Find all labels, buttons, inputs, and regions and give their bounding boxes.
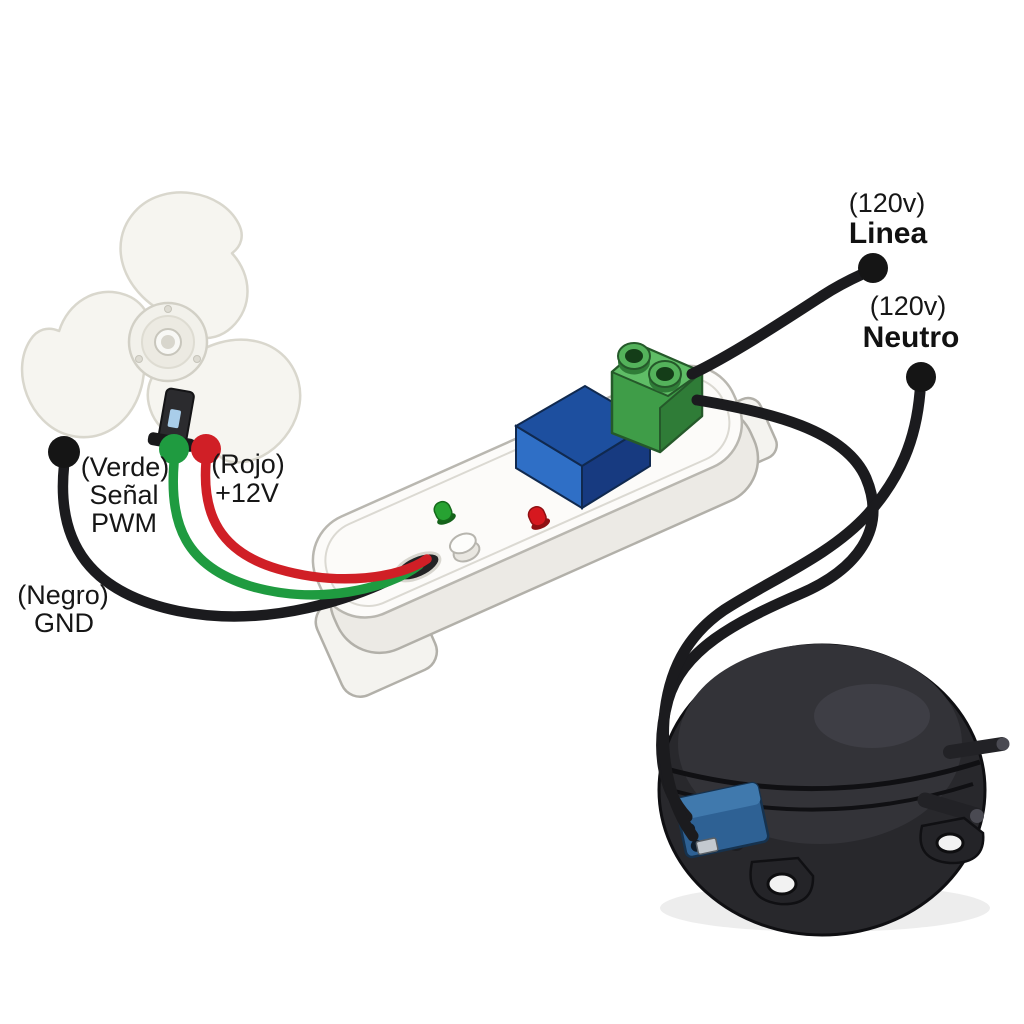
linea-label: Linea bbox=[849, 217, 928, 250]
compressor-wire-b bbox=[658, 386, 926, 842]
negro-label-line1: (Negro) bbox=[17, 580, 109, 610]
neutro-label: Neutro bbox=[863, 321, 960, 354]
fan-hub-screw bbox=[164, 305, 172, 313]
negro-label-line2: GND bbox=[34, 608, 94, 638]
wires bbox=[57, 265, 926, 842]
fan-blades bbox=[0, 191, 331, 497]
terminal-box-top bbox=[675, 783, 761, 820]
compressor-foot-right bbox=[919, 816, 985, 865]
compressor-pipe-upper bbox=[943, 737, 1009, 759]
compressor-foot-left bbox=[749, 856, 815, 906]
gnd-connector-dot bbox=[48, 436, 80, 468]
verde-label-line1: (Verde) bbox=[81, 452, 170, 482]
green-led bbox=[433, 500, 456, 525]
terminal-port-1 bbox=[617, 342, 651, 375]
controller-board bbox=[311, 364, 778, 698]
red-led bbox=[527, 506, 551, 530]
terminal-block bbox=[610, 342, 704, 454]
supply-connector-dot bbox=[191, 434, 221, 464]
pwm-wire bbox=[168, 458, 424, 600]
wire-connectors bbox=[48, 253, 936, 468]
fan-hub-screw bbox=[135, 355, 143, 363]
verde-label-line3: PWM bbox=[91, 508, 157, 538]
foot-hole bbox=[766, 872, 798, 896]
fan-hub bbox=[127, 301, 209, 383]
fan-hub-screw bbox=[193, 355, 201, 363]
fan bbox=[0, 191, 331, 497]
button-top bbox=[448, 532, 477, 555]
compressor-highlight bbox=[814, 684, 930, 748]
compressor-rim-line bbox=[662, 759, 981, 792]
terminal-port-2 bbox=[648, 360, 682, 393]
compressor-pipe-lower-tip bbox=[970, 809, 984, 823]
neutro-connector-dot bbox=[906, 362, 936, 392]
compressor-terminal-box bbox=[674, 781, 770, 859]
terminal-bore bbox=[625, 349, 643, 363]
compressor-pipe-lower bbox=[917, 792, 984, 823]
fan-blade-icon bbox=[119, 191, 249, 340]
linea-connector-dot bbox=[858, 253, 888, 283]
red-led-dome bbox=[527, 506, 547, 527]
compressor-pipe-upper-tip bbox=[996, 737, 1010, 751]
supply-wire bbox=[200, 457, 432, 584]
green-led-dome bbox=[433, 500, 453, 522]
linea-voltage-label: (120v) bbox=[849, 188, 926, 218]
foot-hole bbox=[935, 832, 965, 854]
verde-label-line2: Señal bbox=[89, 480, 158, 510]
round-button bbox=[448, 532, 481, 563]
rojo-label-line1: (Rojo) bbox=[211, 449, 285, 479]
terminal-bore bbox=[656, 367, 674, 381]
labels: (120v) Linea (120v) Neutro (Verde) Señal… bbox=[17, 188, 959, 638]
fan-hub-bore bbox=[161, 335, 175, 349]
terminal-box-clamp bbox=[695, 837, 719, 855]
compressor bbox=[657, 643, 1010, 937]
linea-wire bbox=[686, 265, 875, 380]
pwm-connector-dot bbox=[159, 434, 189, 464]
neutro-voltage-label: (120v) bbox=[870, 291, 947, 321]
rojo-label-line2: +12V bbox=[215, 478, 279, 508]
fan-motor-glint bbox=[167, 409, 181, 429]
